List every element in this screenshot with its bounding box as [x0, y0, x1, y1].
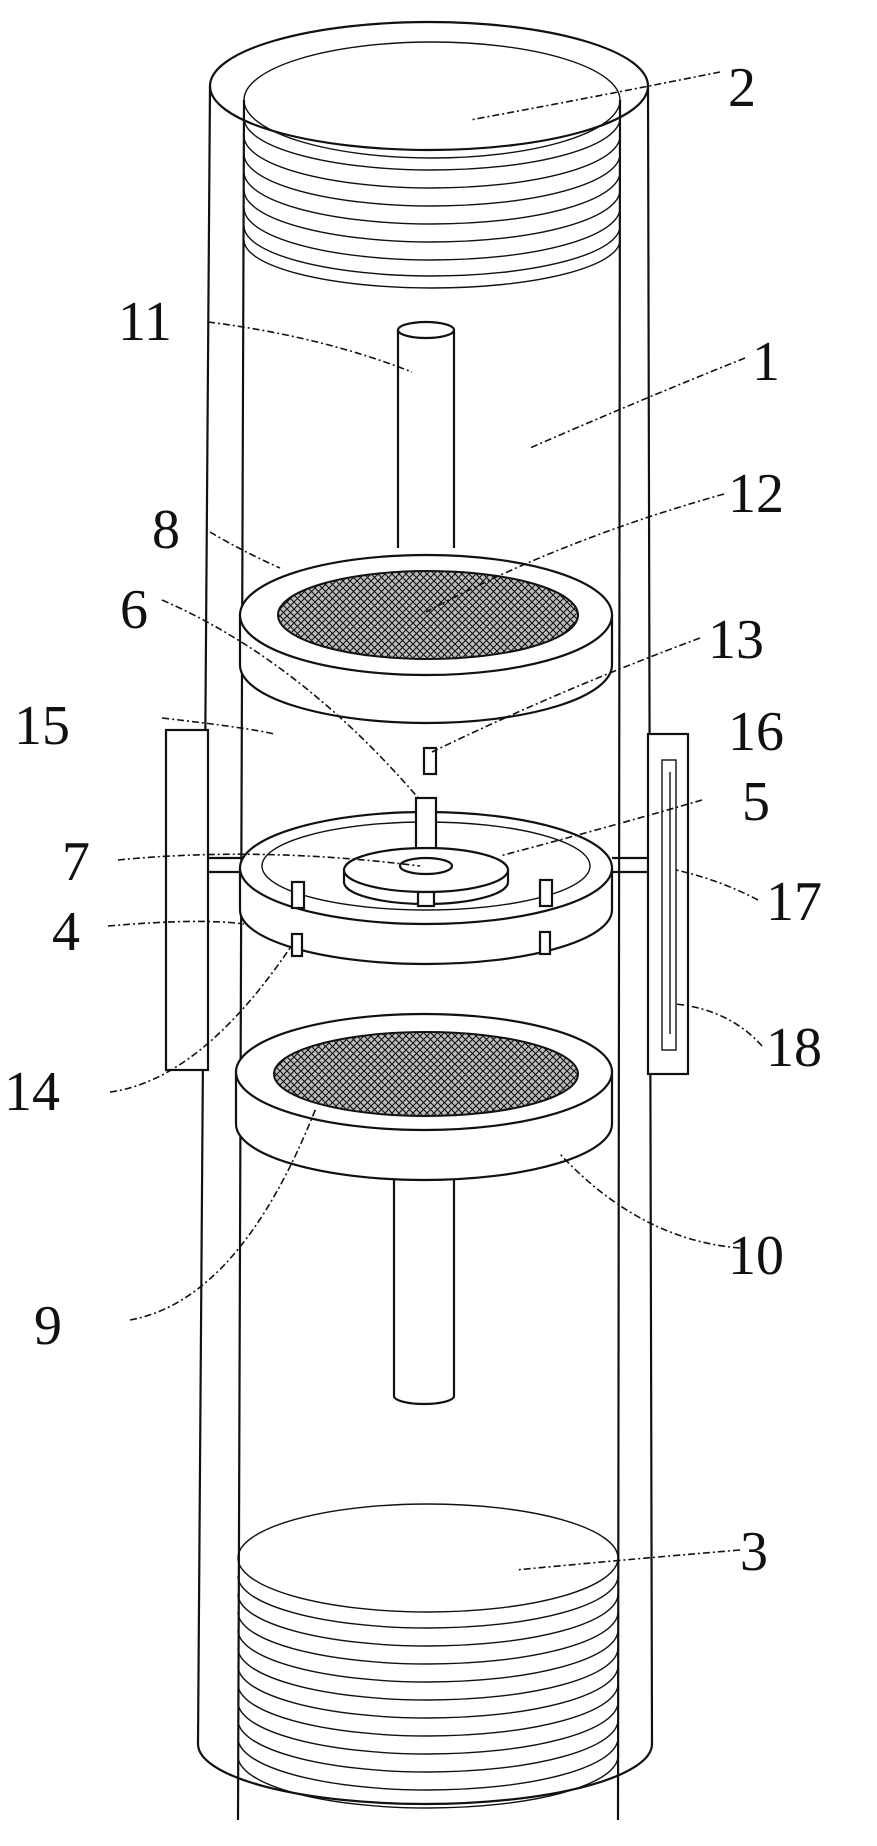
left-bracket [164, 728, 244, 1072]
label-15: 15 [14, 695, 70, 757]
top-thread [243, 41, 621, 289]
label-18: 18 [766, 1017, 822, 1079]
upper-rod [396, 320, 456, 548]
left-lower-pin [290, 932, 304, 958]
label-6: 6 [120, 579, 148, 641]
label-8: 8 [152, 499, 180, 561]
label-16: 16 [728, 701, 784, 763]
lower-mesh [273, 1031, 579, 1117]
left-pin [290, 880, 306, 910]
label-13: 13 [708, 609, 764, 671]
lower-filter-disc [234, 1012, 614, 1182]
middle-ring [238, 746, 614, 966]
label-17: 17 [766, 871, 822, 933]
label-9: 9 [34, 1295, 62, 1357]
upper-filter-disc [238, 553, 614, 725]
label-5: 5 [742, 771, 770, 833]
right-bracket [612, 732, 690, 1076]
upper-mesh [277, 570, 579, 660]
top-pin [422, 746, 438, 776]
right-lower-pin [538, 930, 552, 956]
label-11: 11 [118, 291, 172, 353]
reference-numerals: 2 11 1 8 12 6 13 15 16 7 5 4 17 14 18 10… [4, 57, 822, 1583]
label-2: 2 [728, 57, 756, 119]
label-4: 4 [52, 901, 80, 963]
lower-rod [392, 1180, 456, 1406]
label-7: 7 [62, 831, 90, 893]
label-12: 12 [728, 463, 784, 525]
bottom-thread [237, 1503, 619, 1809]
tube-body [196, 20, 654, 1821]
leader-lines [107, 71, 763, 1571]
right-pin [538, 878, 554, 908]
label-1: 1 [752, 331, 780, 393]
disc-hub [398, 856, 454, 876]
label-10: 10 [728, 1225, 784, 1287]
label-14: 14 [4, 1061, 60, 1123]
label-3: 3 [740, 1521, 768, 1583]
